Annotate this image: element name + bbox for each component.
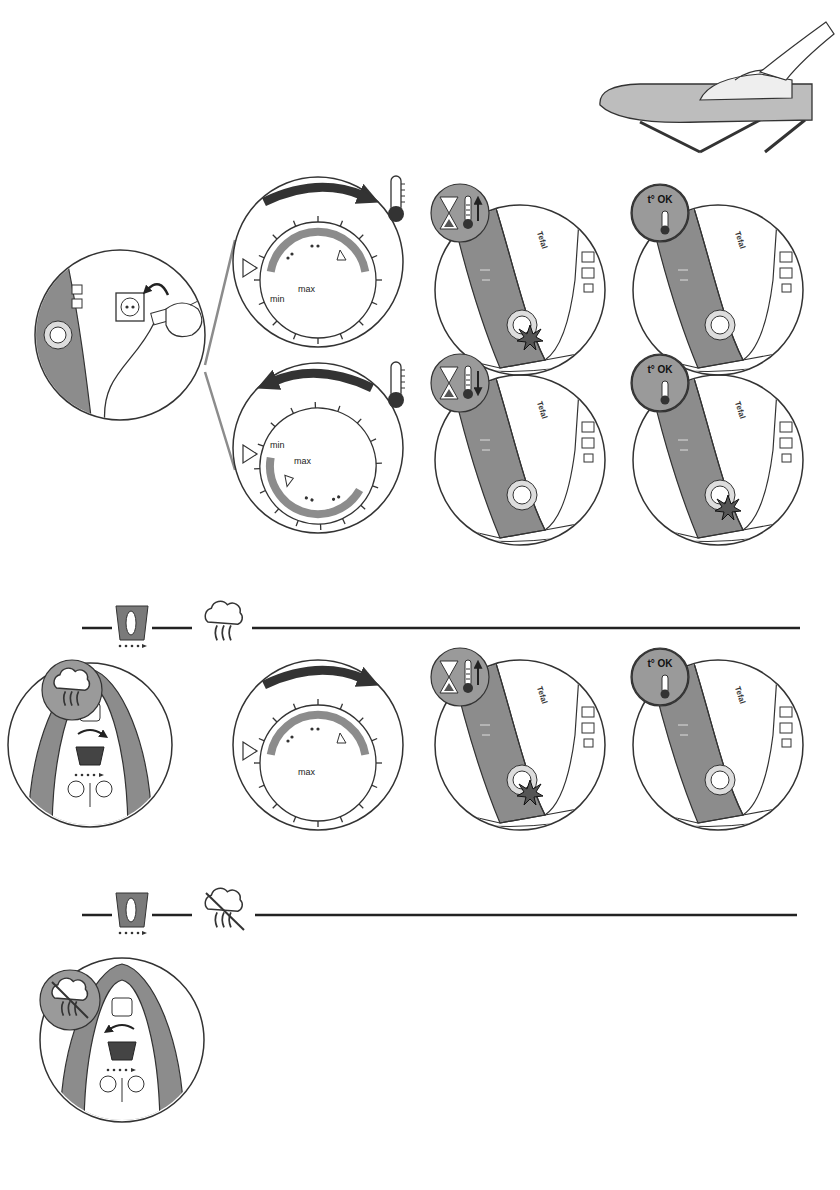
status-text: t° OK <box>631 657 689 670</box>
node-outline <box>631 184 689 242</box>
light-indicator <box>517 780 543 805</box>
node-outline <box>232 176 404 348</box>
dial-pointer <box>243 742 257 760</box>
dial-face <box>254 216 382 344</box>
steam-iron-top <box>0 655 180 835</box>
plug-in-step <box>30 245 210 425</box>
dry-iron-top <box>32 950 212 1130</box>
section-rule <box>82 888 797 935</box>
node-outline <box>232 659 404 831</box>
ready-badge-ground <box>631 184 689 242</box>
heating-badge <box>431 648 489 706</box>
light-indicator <box>715 495 741 520</box>
ironing-scene <box>600 22 834 152</box>
ready-badge: t° OK <box>631 354 689 412</box>
thermometer-icon <box>388 362 405 408</box>
turn-arrow <box>272 373 372 388</box>
cooling-badge <box>431 354 489 412</box>
light-indicator <box>517 325 543 350</box>
section-rule <box>82 601 800 648</box>
slider-arrow <box>110 1025 134 1029</box>
dial-mark: max <box>294 456 311 466</box>
dial-mark: max <box>298 284 315 294</box>
temperature-dial: maxmin <box>232 362 404 534</box>
ready-badge-ground <box>631 648 689 706</box>
ready-badge-ground <box>631 354 689 412</box>
dial-mark: min <box>270 440 285 450</box>
dial-pointer <box>243 259 257 277</box>
thermometer-icon <box>388 176 405 222</box>
no-steam-badge <box>40 970 100 1030</box>
status-text: t° OK <box>631 193 689 206</box>
branch-lines <box>205 240 235 470</box>
heating-badge <box>431 184 489 242</box>
temperature-dial: max min <box>232 176 404 348</box>
slider-arrow <box>78 730 102 734</box>
node-outline <box>631 648 689 706</box>
dial-pointer <box>243 445 257 463</box>
ready-badge: t° OK <box>631 648 689 706</box>
dial-face <box>254 699 382 827</box>
node-outline <box>232 362 404 534</box>
ready-badge: t° OK <box>631 184 689 242</box>
status-text: t° OK <box>631 363 689 376</box>
temperature-dial: max <box>232 659 404 831</box>
dial-mark: min <box>270 294 285 304</box>
dial-mark: max <box>298 767 315 777</box>
turn-arrow <box>264 670 364 685</box>
dial-face <box>236 384 400 548</box>
turn-arrow <box>264 187 364 202</box>
node-outline <box>631 354 689 412</box>
steam-badge <box>42 660 102 720</box>
